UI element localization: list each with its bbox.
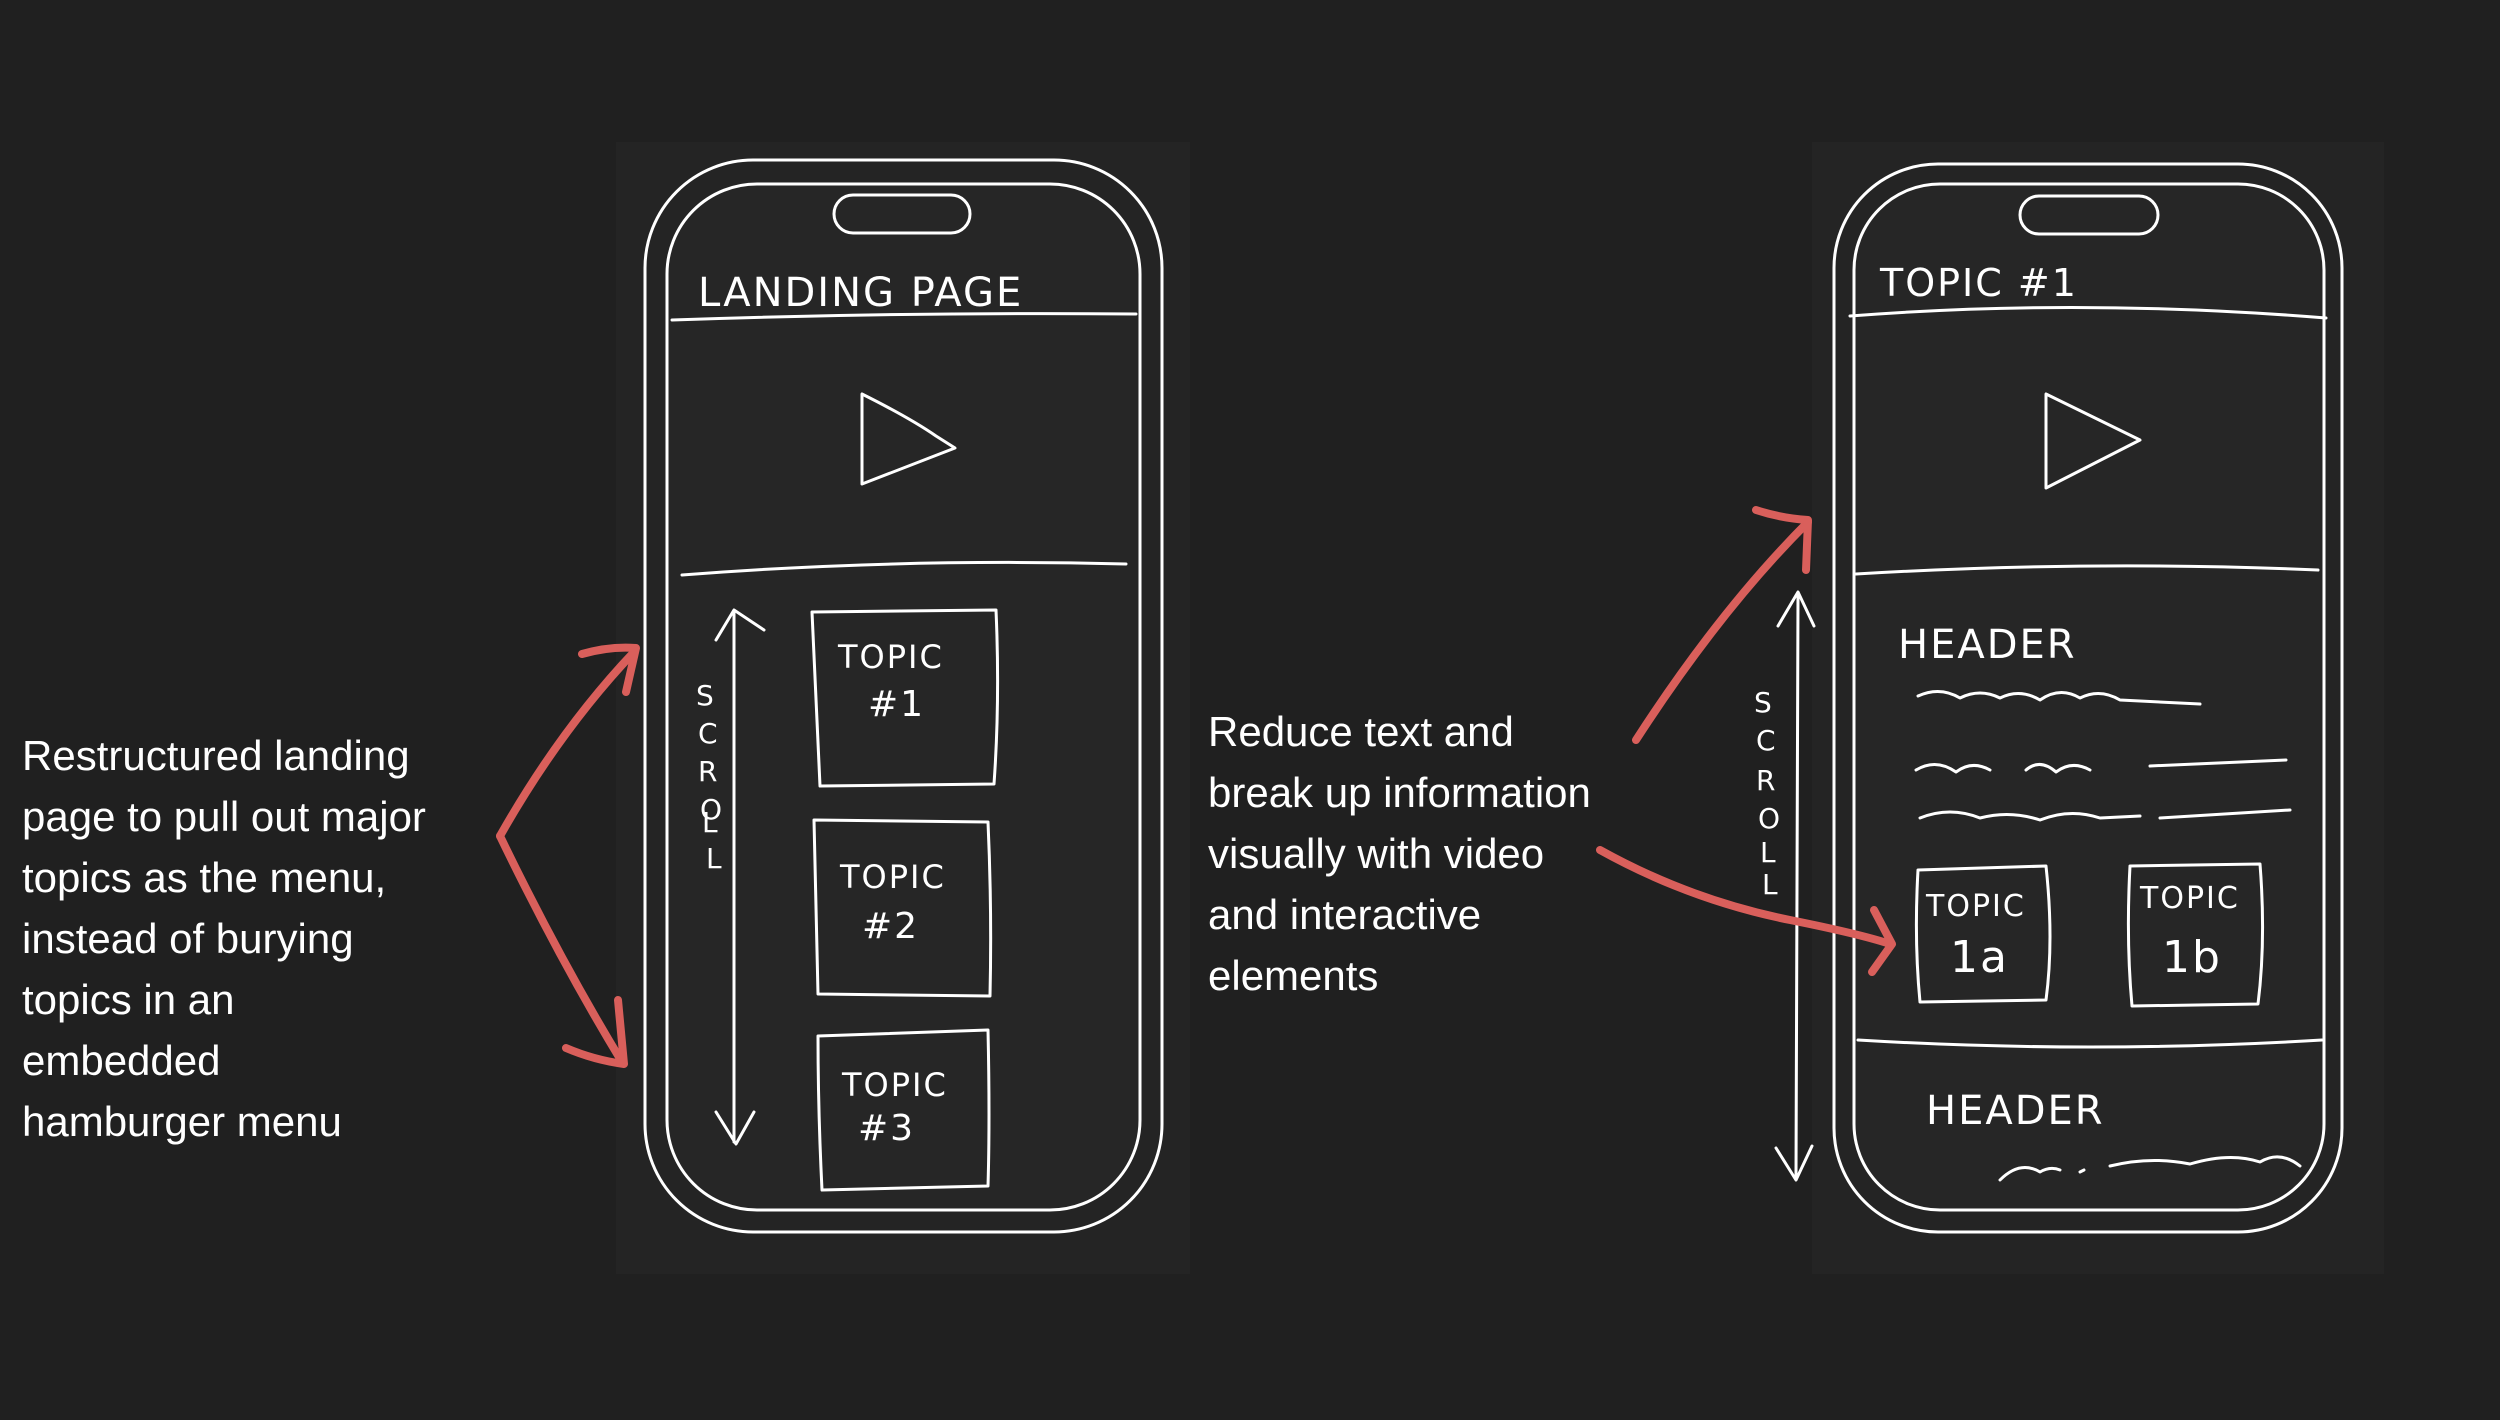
note-line: break up information (1208, 769, 1591, 816)
arrow-head-icon (1752, 506, 1812, 574)
phone-notch (832, 193, 972, 235)
note-line: topics in an (22, 976, 235, 1023)
title-divider (1848, 305, 2328, 320)
phone-outer-frame (643, 158, 1164, 1234)
scroll-letter: O (700, 793, 724, 826)
scroll-letter: L (702, 806, 720, 839)
arrow-to-top-left-phone (496, 648, 638, 840)
note-line: visually with video (1208, 830, 1545, 877)
topic-card-3[interactable]: TOPIC #3 (816, 1028, 991, 1192)
note-line: Reduce text and (1208, 708, 1514, 755)
scroll-letter: L (1760, 836, 1778, 869)
scroll-letter: S (1754, 686, 1774, 719)
section-divider (1856, 1038, 2324, 1049)
arrow-to-right-phone-video (1632, 518, 1812, 744)
subtopic-card-id: 1a (1950, 932, 2009, 983)
arrow-to-bottom-left-phone (496, 832, 626, 1066)
scroll-letter: O (1758, 802, 1782, 835)
placeholder-text-lines (1998, 1155, 2302, 1182)
scroll-letter: R (698, 755, 719, 788)
scroll-letter: L (1762, 868, 1780, 901)
topic-card-label: TOPIC (839, 858, 946, 896)
scroll-letter: C (698, 717, 720, 750)
scroll-letter: R (1756, 764, 1777, 797)
topic-card-label: TOPIC (837, 638, 944, 676)
placeholder-text-lines (1914, 690, 2292, 822)
video-play-icon[interactable] (2044, 392, 2142, 490)
topic-page-phone: TOPIC #1 S C R O L L HEADER TOPIC 1a (1754, 142, 2384, 1274)
arrow-head-icon (562, 996, 628, 1068)
phone-screen (1852, 182, 2326, 1212)
landing-page-title: LANDING PAGE (698, 270, 1023, 316)
scroll-letter: S (696, 679, 716, 712)
section-header: HEADER (1898, 622, 2077, 668)
video-divider (680, 560, 1128, 577)
subtopic-card-label: TOPIC (1925, 889, 2026, 924)
video-divider (1854, 564, 2320, 576)
scroll-label: S C R O L L (696, 679, 724, 875)
topic-card-2[interactable]: TOPIC #2 (812, 818, 993, 998)
note-line: embedded (22, 1037, 221, 1084)
scroll-arrow-up-head (1776, 590, 1816, 628)
annotation-arrows (496, 506, 1896, 1068)
scroll-arrow-up-head (714, 608, 766, 642)
subtopic-card-id: 1b (2162, 932, 2222, 983)
left-annotation-note: Restructured landing page to pull out ma… (22, 725, 426, 1152)
right-annotation-note: Reduce text and break up information vis… (1208, 701, 1591, 1006)
note-line: Restructured landing (22, 732, 410, 779)
note-line: hamburger menu (22, 1098, 342, 1145)
scroll-label: S C R O L L (1754, 686, 1782, 901)
arrow-head-icon (578, 643, 640, 696)
topic-card-number: #3 (858, 1108, 915, 1149)
topic-page-title: TOPIC #1 (1879, 261, 2078, 305)
note-line: page to pull out major (22, 793, 426, 840)
topic-card-number: #1 (868, 684, 925, 725)
subtopic-card-1a[interactable]: TOPIC 1a (1914, 864, 2052, 1004)
subtopic-card-label: TOPIC (2139, 881, 2240, 916)
scroll-letter: C (1756, 724, 1778, 757)
phone-notch (2018, 194, 2160, 236)
note-line: instead of burying (22, 915, 354, 962)
topic-card-label: TOPIC (841, 1066, 948, 1104)
landing-page-phone: LANDING PAGE S C R O L L TOPIC #1 TOPIC … (616, 142, 1190, 1274)
phone-outer-frame (1832, 162, 2344, 1234)
note-line: topics as the menu, (22, 854, 387, 901)
note-line: elements (1208, 952, 1379, 999)
subtopic-card-1b[interactable]: TOPIC 1b (2126, 862, 2265, 1008)
scroll-arrow-line (1794, 594, 1800, 1178)
scroll-arrow-down-head (714, 1110, 756, 1146)
phone-screen (665, 182, 1142, 1212)
video-play-icon[interactable] (860, 392, 957, 486)
note-line: and interactive (1208, 891, 1482, 938)
scroll-arrow-down-head (1774, 1144, 1814, 1182)
topic-card-1[interactable]: TOPIC #1 (810, 608, 1000, 788)
title-divider (670, 312, 1138, 322)
arrow-head-icon (1868, 906, 1896, 976)
section-header: HEADER (1926, 1088, 2105, 1134)
topic-card-number: #2 (862, 906, 919, 947)
scroll-letter: L (706, 842, 724, 875)
arrow-to-subtopic-cards (1596, 846, 1894, 948)
